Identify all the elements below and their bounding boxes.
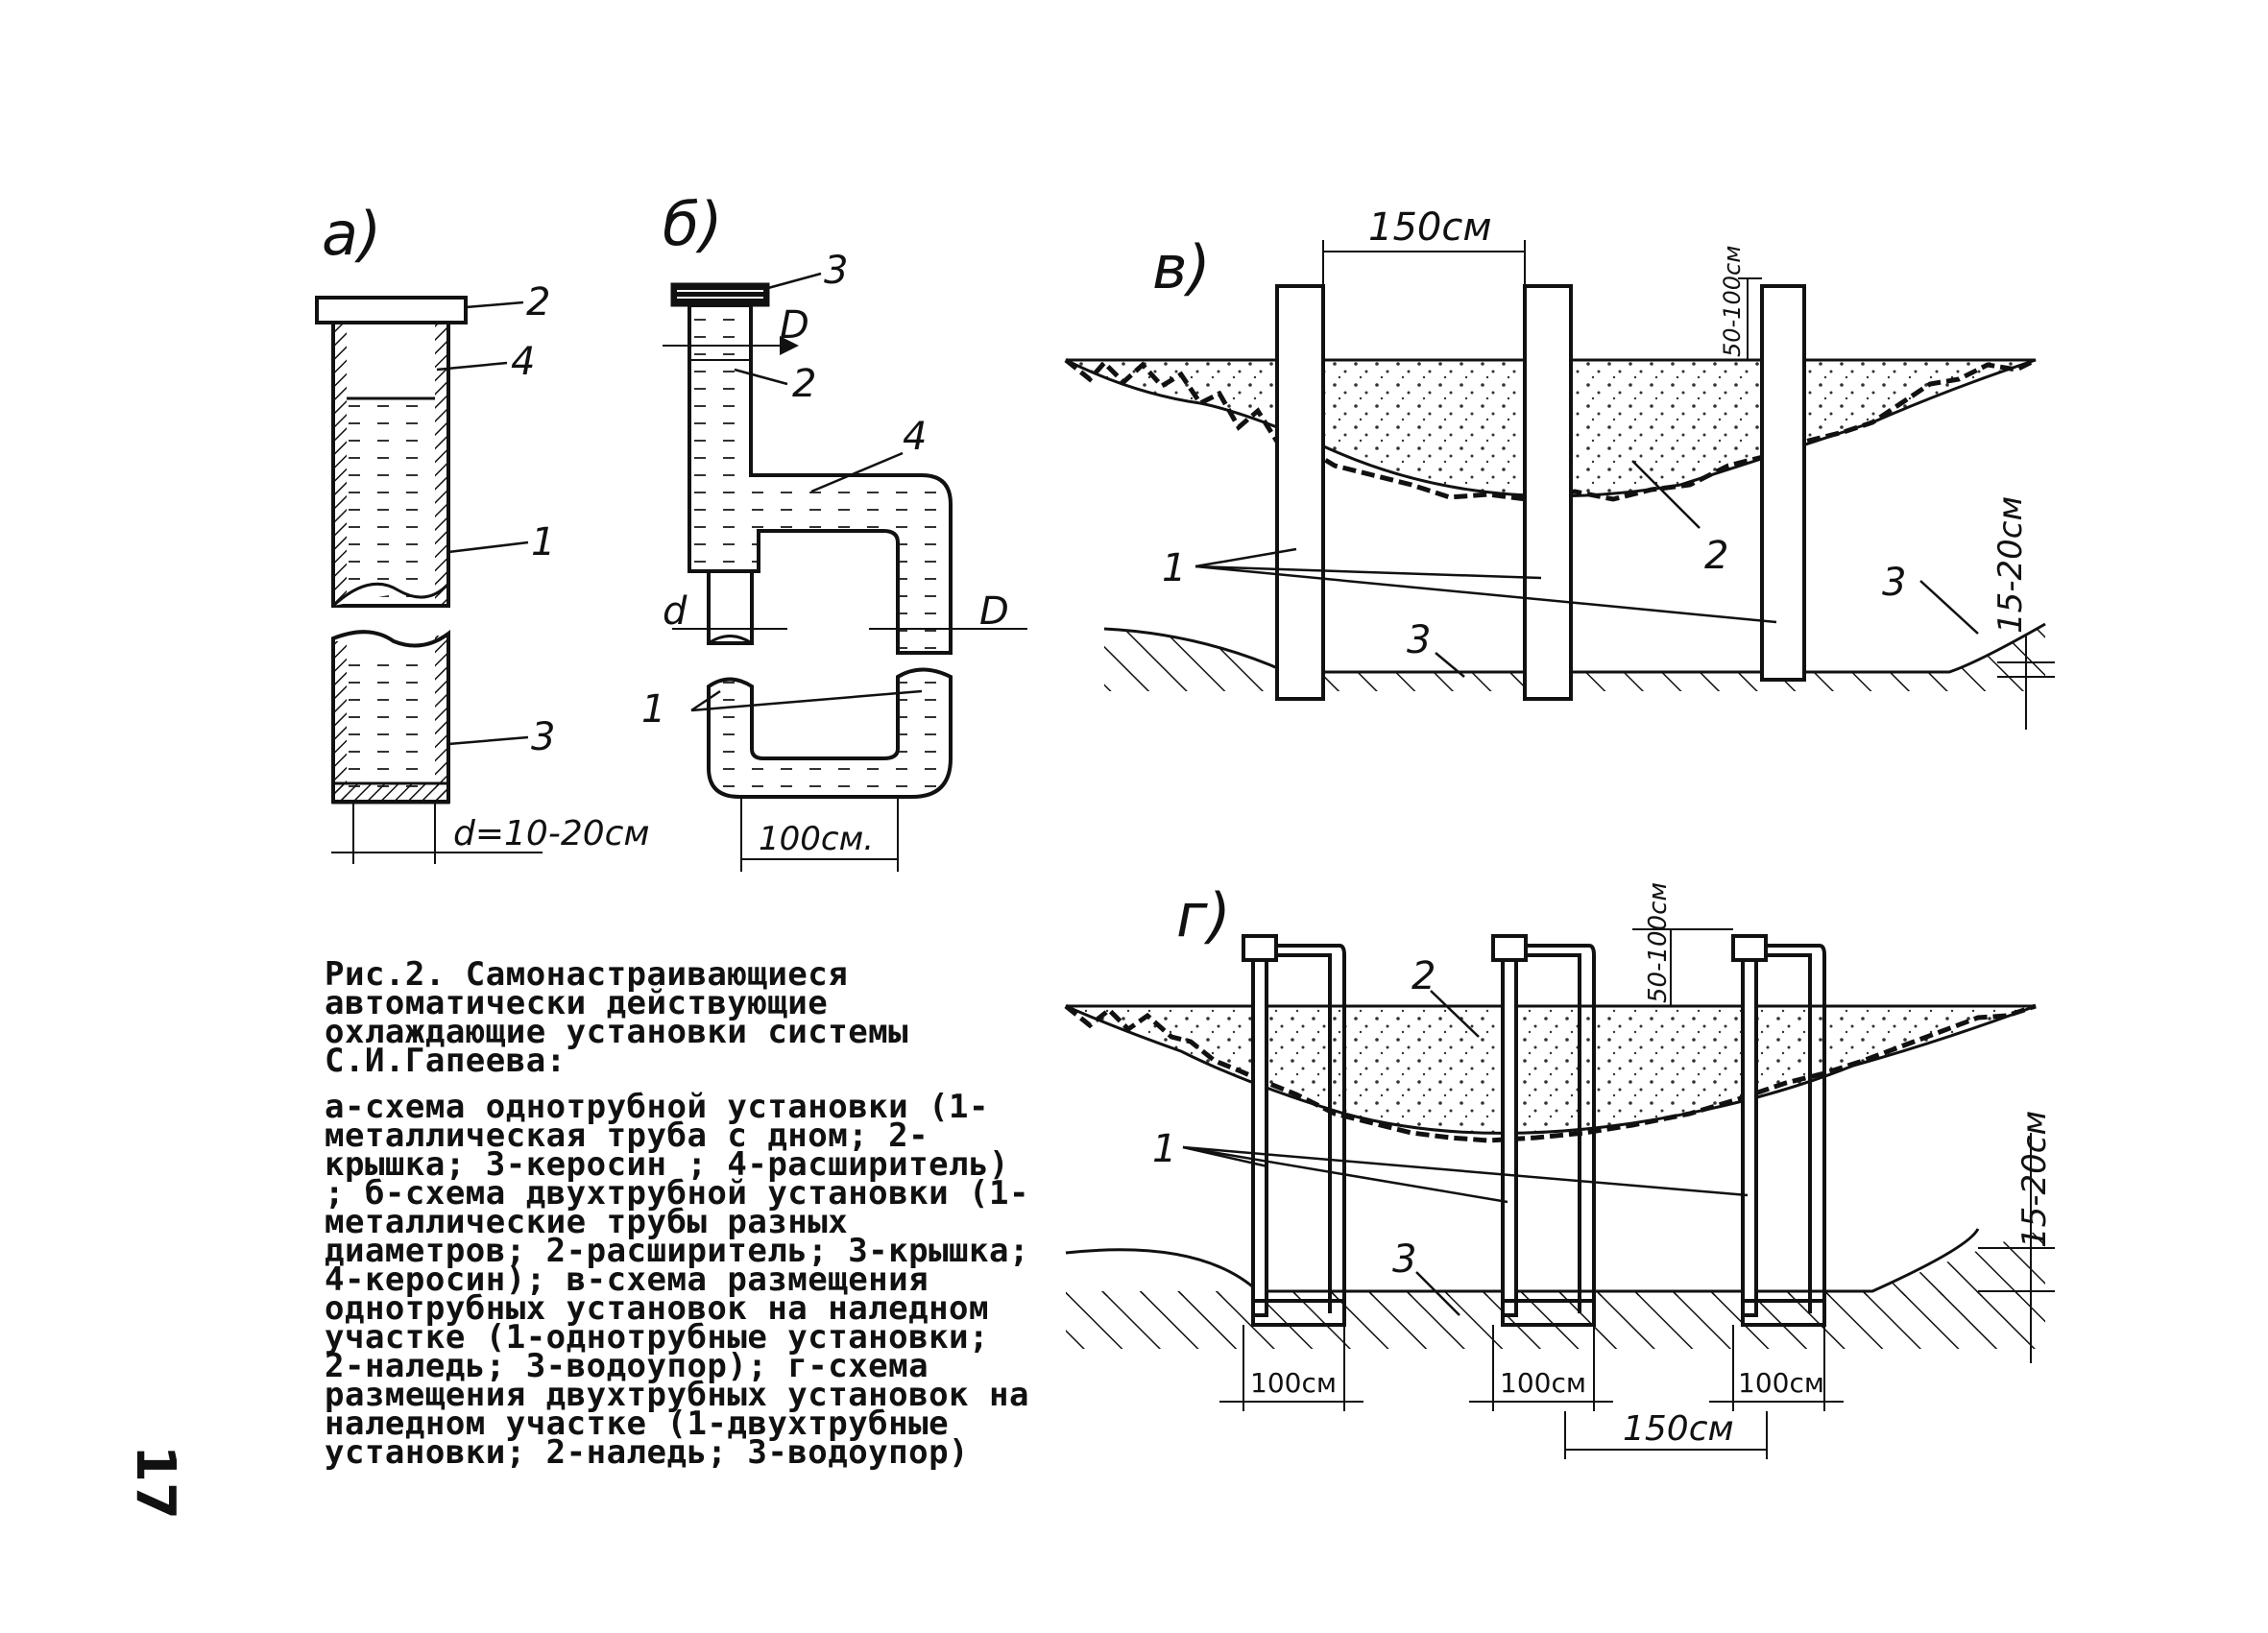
label-v-1: 1 — [1162, 546, 1186, 590]
dim-g-bottom-1: 100см — [1250, 1367, 1337, 1399]
label-a-2: 2 — [526, 280, 550, 324]
diagram-g: г) — [1064, 880, 2055, 1459]
pipe-v-3 — [1760, 284, 1806, 682]
dim-g-bottom-2: 100см — [1500, 1367, 1586, 1399]
dim-v-top: 150см — [1368, 205, 1492, 250]
label-b-2: 2 — [792, 362, 816, 406]
label-b-1: 1 — [641, 687, 665, 732]
expander-body — [688, 303, 953, 655]
dim-D-right: D — [979, 589, 1009, 634]
cap-2 — [315, 296, 468, 324]
aquiclude-v — [1104, 624, 2045, 691]
label-v-3a: 3 — [1407, 618, 1431, 662]
page-number: 17 — [124, 1445, 186, 1520]
diagram-a: а) 2 4 1 3 d=10-20см — [315, 199, 650, 864]
dimension-b: 100см. — [759, 820, 874, 858]
diagram-g-letter: г) — [1176, 880, 1231, 950]
cap-3 — [670, 282, 770, 307]
aquiclude-g — [1066, 1229, 2045, 1296]
twin-pipe-g-2 — [1491, 934, 1596, 1327]
dim-g-spacing: 150см — [1623, 1409, 1734, 1449]
label-v-2: 2 — [1704, 534, 1728, 578]
label-b-4: 4 — [903, 415, 927, 459]
dim-d: d — [663, 589, 688, 634]
figure-caption: Рис.2. Самонастраивающиеся автоматически… — [325, 955, 1033, 1472]
label-b-3: 3 — [824, 249, 848, 293]
dim-D-top: D — [780, 303, 809, 348]
dim-g-height: 50-100см — [1644, 882, 1673, 1003]
pipe-v-1 — [1275, 284, 1325, 701]
dim-v-height: 50-100см — [1719, 246, 1746, 357]
label-g-2: 2 — [1411, 954, 1436, 998]
diagram-v-letter: в) — [1152, 232, 1211, 302]
dim-v-depth: 15-20см — [1991, 496, 2030, 634]
diagram-a-letter: а) — [322, 199, 381, 269]
label-g-3: 3 — [1392, 1237, 1416, 1282]
caption-body: а-схема однотрубной установки (1-металли… — [325, 1088, 1029, 1472]
label-v-3b: 3 — [1882, 561, 1906, 605]
diagram-v: в) 150см 50-100см 15-20см 1 2 3 — [1064, 205, 2055, 730]
label-a-3: 3 — [531, 715, 555, 759]
dim-g-bottom-3: 100см — [1738, 1367, 1824, 1399]
dim-g-depth: 15-20см — [2015, 1111, 2054, 1248]
twin-pipe-g-3 — [1731, 934, 1826, 1327]
label-a-1: 1 — [531, 520, 555, 564]
pipe-v-2 — [1523, 284, 1573, 701]
label-a-4: 4 — [511, 340, 535, 384]
diagram-b-letter: б) — [663, 189, 722, 259]
ice-body-g — [1065, 1004, 2037, 1135]
diagram-b: б) D d D 3 2 4 1 100см. — [641, 189, 1027, 872]
dimension-a: d=10-20см — [453, 814, 650, 853]
label-g-1: 1 — [1152, 1127, 1176, 1171]
caption-title: Рис.2. Самонастраивающиеся автоматически… — [325, 955, 909, 1080]
twin-pipe-g-1 — [1242, 934, 1346, 1327]
